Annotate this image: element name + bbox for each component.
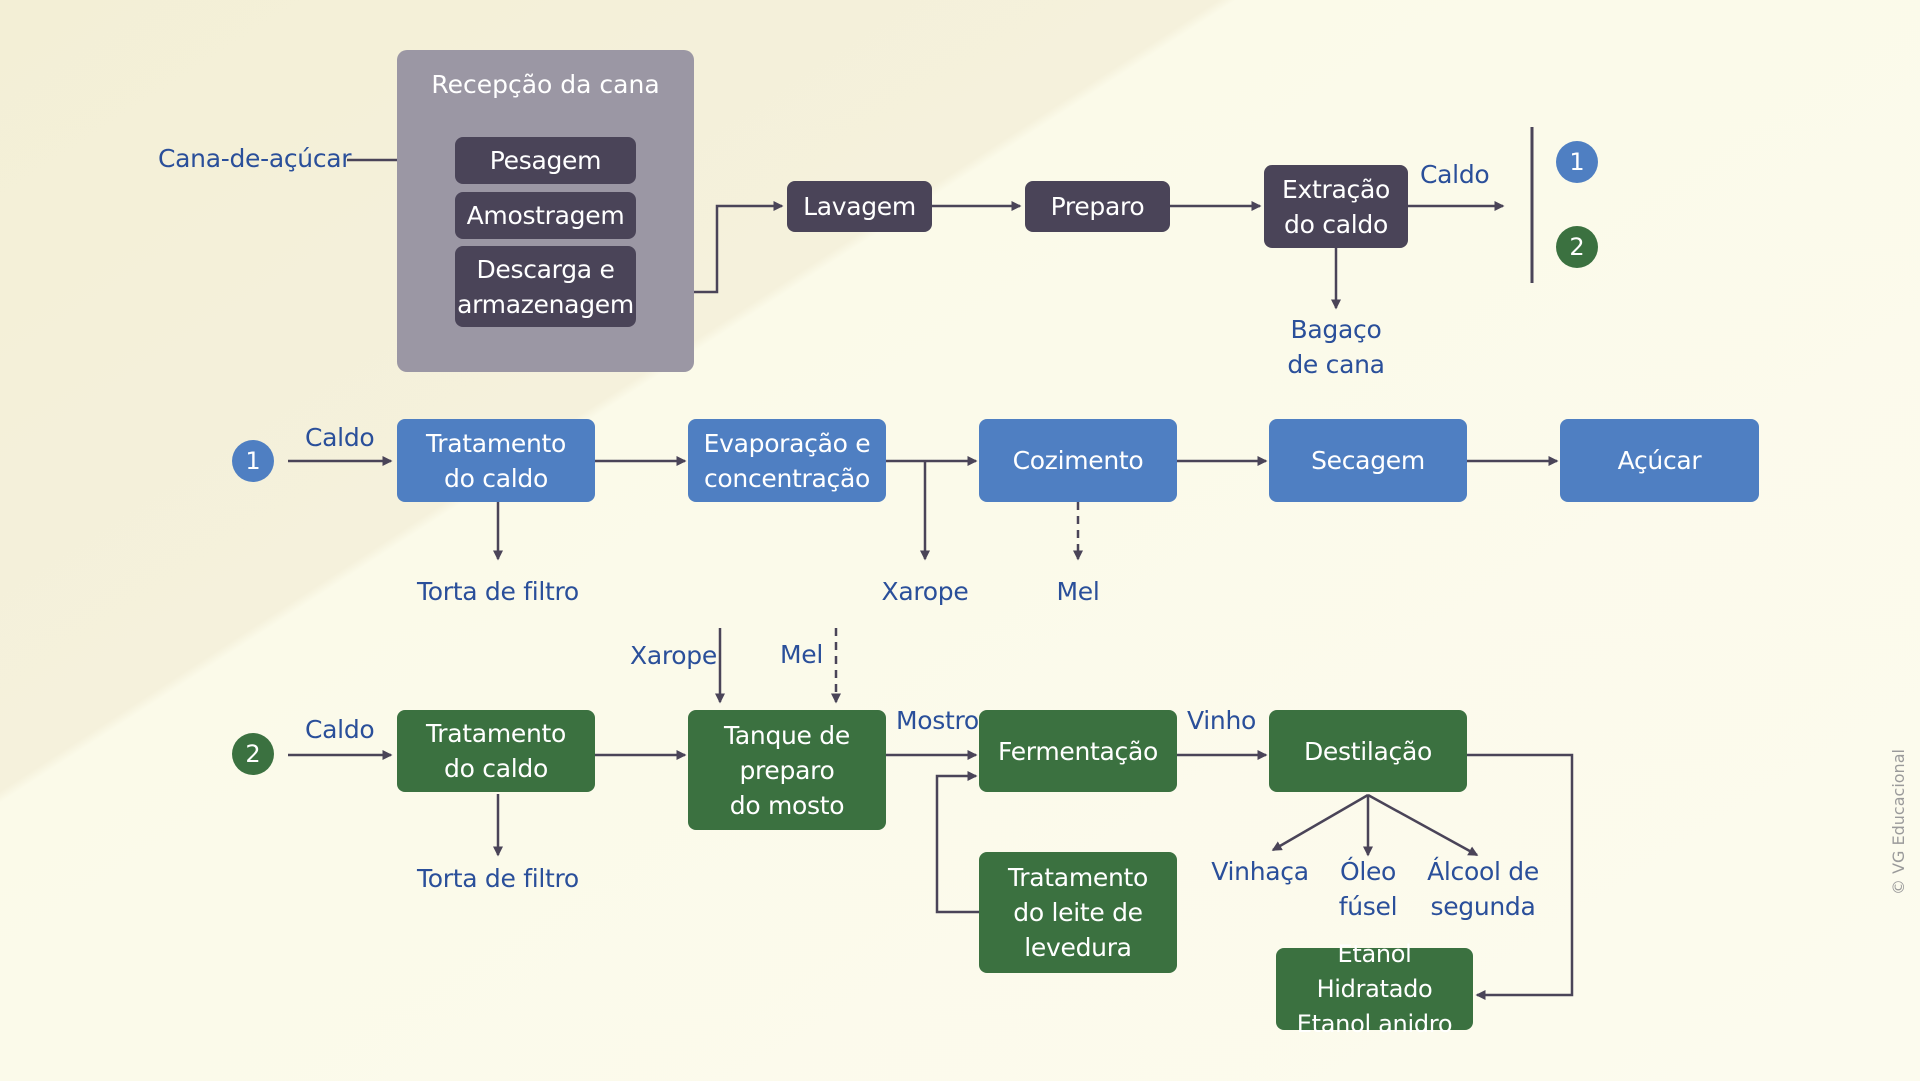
green-mel-label: Mel bbox=[780, 640, 823, 669]
pesagem-box: Pesagem bbox=[455, 137, 636, 184]
arrow-dest-alcool bbox=[1367, 793, 1479, 857]
copyright-text: © VG Educacional bbox=[1889, 749, 1908, 895]
blue-caldo-label: Caldo bbox=[305, 423, 375, 452]
arrow-dest-vinhaca bbox=[1271, 793, 1369, 852]
vinho-label: Vinho bbox=[1187, 706, 1256, 735]
green-caldo-label: Caldo bbox=[305, 715, 375, 744]
marker-1-row: 1 bbox=[232, 440, 274, 482]
green-torta-label: Torta de filtro bbox=[417, 864, 579, 893]
marker-2-top: 2 bbox=[1556, 226, 1598, 268]
oleo-label: Óleo fúsel bbox=[1338, 857, 1398, 921]
amostragem-box: Amostragem bbox=[455, 192, 636, 239]
marker-2-row: 2 bbox=[232, 733, 274, 775]
blue-xarope-label: Xarope bbox=[881, 577, 969, 606]
marker-1-top: 1 bbox=[1556, 141, 1598, 183]
preparo-box: Preparo bbox=[1025, 181, 1170, 232]
caldo-label-top: Caldo bbox=[1420, 160, 1490, 189]
bagaco-label: Bagaço de cana bbox=[1287, 315, 1385, 379]
arrow-levedura-loop bbox=[935, 771, 980, 914]
vinhaca-label: Vinhaça bbox=[1211, 857, 1309, 886]
cana-label: Cana-de-açúcar bbox=[158, 144, 352, 173]
alcool-label: Álcool de segunda bbox=[1427, 857, 1539, 921]
blue-cozimento-box: Cozimento bbox=[979, 419, 1177, 502]
mostro-label: Mostro bbox=[896, 706, 979, 735]
blue-acucar-box: Açúcar bbox=[1560, 419, 1759, 502]
recepcao-title: Recepção da cana bbox=[431, 70, 660, 99]
green-destilacao-box: Destilação bbox=[1269, 710, 1467, 792]
blue-torta-label: Torta de filtro bbox=[417, 577, 579, 606]
green-fermentacao-box: Fermentação bbox=[979, 710, 1177, 792]
blue-secagem-box: Secagem bbox=[1269, 419, 1467, 502]
green-xarope-label: Xarope bbox=[630, 641, 717, 670]
arrow-dest-to-etanol bbox=[1467, 753, 1574, 1000]
blue-mel-label: Mel bbox=[1056, 577, 1100, 606]
lavagem-box: Lavagem bbox=[787, 181, 932, 232]
